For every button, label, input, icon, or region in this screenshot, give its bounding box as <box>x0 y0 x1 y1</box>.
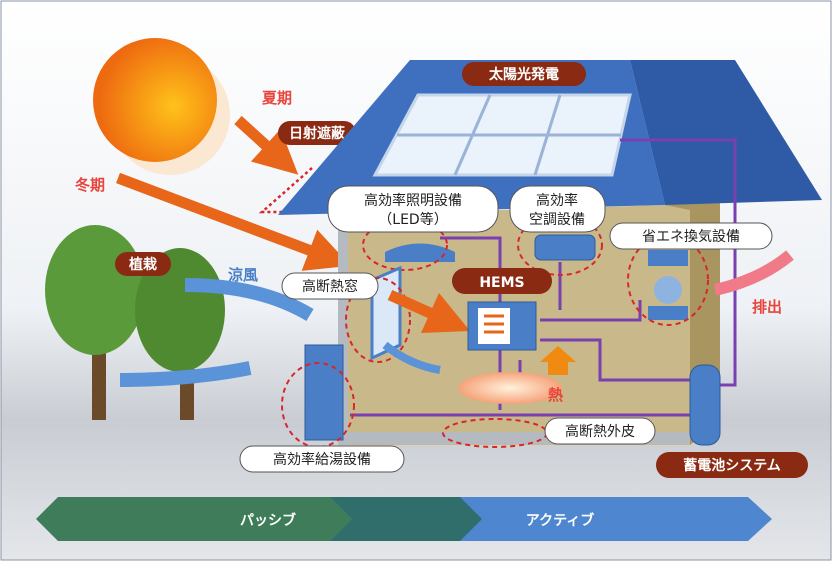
water-heater-icon <box>304 344 344 441</box>
highlight-circle <box>517 214 603 276</box>
insulation <box>338 215 348 445</box>
hems-panel-icon <box>467 301 537 351</box>
planting-label: 植栽 <box>115 252 171 276</box>
summer-sun-arrow <box>234 115 299 175</box>
exhaust-arrow <box>713 250 794 296</box>
hems-label: HEMS <box>452 268 552 294</box>
solar-label: 太陽光発電 <box>462 62 586 86</box>
water-heater-label: 高効率給湯設備 <box>239 445 405 473</box>
winter-sun-arrow <box>116 172 351 271</box>
svg-text:HEMS: HEMS <box>479 275 524 291</box>
sun-icon <box>93 38 230 175</box>
highlight-circle <box>281 362 355 448</box>
shading-line <box>258 167 332 214</box>
svg-text:高効率照明設備: 高効率照明設備 <box>364 192 462 209</box>
svg-text:省エネ換気設備: 省エネ換気設備 <box>642 229 740 245</box>
light-icon <box>385 243 455 262</box>
cool-breeze-label: 涼風 <box>228 266 258 284</box>
battery-label: 蓄電池システム <box>656 452 808 478</box>
svg-text:高断熱窓: 高断熱窓 <box>302 278 358 295</box>
svg-text:空調設備: 空調設備 <box>529 212 585 228</box>
shading-label: 日射遮蔽 <box>278 121 356 145</box>
svg-text:高効率: 高効率 <box>536 192 578 209</box>
highlight-circle <box>345 277 411 363</box>
svg-text:（LED等）: （LED等） <box>378 211 447 228</box>
wiring <box>440 138 737 410</box>
roof-side <box>630 60 822 205</box>
heat-arrow-icon <box>540 346 576 375</box>
svg-text:日射遮蔽: 日射遮蔽 <box>289 125 346 142</box>
summer-label: 夏期 <box>261 89 292 107</box>
heat-label: 熱 <box>548 386 563 404</box>
ventilation-label: 省エネ換気設備 <box>609 222 773 250</box>
svg-text:太陽光発電: 太陽光発電 <box>489 66 559 83</box>
svg-text:植栽: 植栽 <box>128 256 157 273</box>
svg-text:パッシブ: パッシブ <box>240 512 296 529</box>
breeze-arrow <box>184 278 314 322</box>
highlight-circle <box>362 219 448 271</box>
svg-text:蓄電池システム: 蓄電池システム <box>683 457 781 474</box>
solar-gain-arrow <box>387 289 471 334</box>
window-label: 高断熱窓 <box>281 272 379 300</box>
svg-text:アクティブ: アクティブ <box>526 512 594 529</box>
solar-panel-icon <box>372 93 632 177</box>
active-band: アクティブ <box>330 497 772 541</box>
aircon-label: 高効率 空調設備 <box>509 185 606 233</box>
exhaust-label: 排出 <box>752 298 782 316</box>
breeze-arrow <box>119 361 252 387</box>
envelope-label: 高断熱外皮 <box>544 417 656 445</box>
aircon-icon <box>534 234 596 261</box>
breeze-arrow <box>382 341 441 374</box>
svg-text:高効率給湯設備: 高効率給湯設備 <box>273 451 371 468</box>
battery-icon <box>689 364 721 446</box>
floor-heat <box>458 372 562 404</box>
ventilation-fan-icon <box>648 250 688 320</box>
winter-label: 冬期 <box>75 176 105 194</box>
lighting-label: 高効率照明設備 （LED等） <box>327 185 499 233</box>
svg-text:高断熱外皮: 高断熱外皮 <box>565 423 635 440</box>
